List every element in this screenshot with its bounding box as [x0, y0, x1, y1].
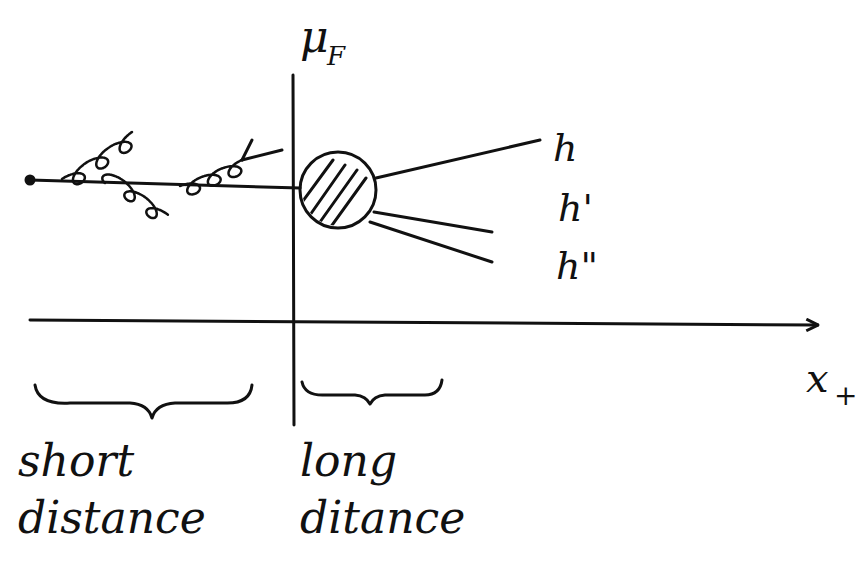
hadronisation-blob: [300, 152, 376, 228]
axis-subscript: +: [834, 378, 857, 414]
scale-line: [293, 75, 294, 425]
hadron-line: [370, 222, 492, 262]
axis-label: x: [806, 352, 829, 404]
region-label: short distance: [18, 432, 258, 546]
scale-subscript: F: [327, 40, 345, 74]
quark-line: [242, 150, 282, 160]
gluon-line: [62, 132, 132, 184]
brace: [302, 380, 442, 404]
blob-hatching: [300, 160, 366, 228]
hadron-line: [376, 140, 540, 178]
region-label: long ditance: [300, 432, 500, 546]
brace: [35, 385, 252, 418]
hadron-label: h: [553, 124, 577, 173]
scale-symbol: μ: [300, 8, 329, 65]
hadron-label: h': [558, 184, 593, 233]
parton-line: [30, 180, 300, 188]
axis-arrow: [30, 320, 818, 325]
gluon-line: [102, 175, 168, 219]
hadron-label: h": [556, 242, 598, 291]
gluon-line: [180, 160, 242, 194]
